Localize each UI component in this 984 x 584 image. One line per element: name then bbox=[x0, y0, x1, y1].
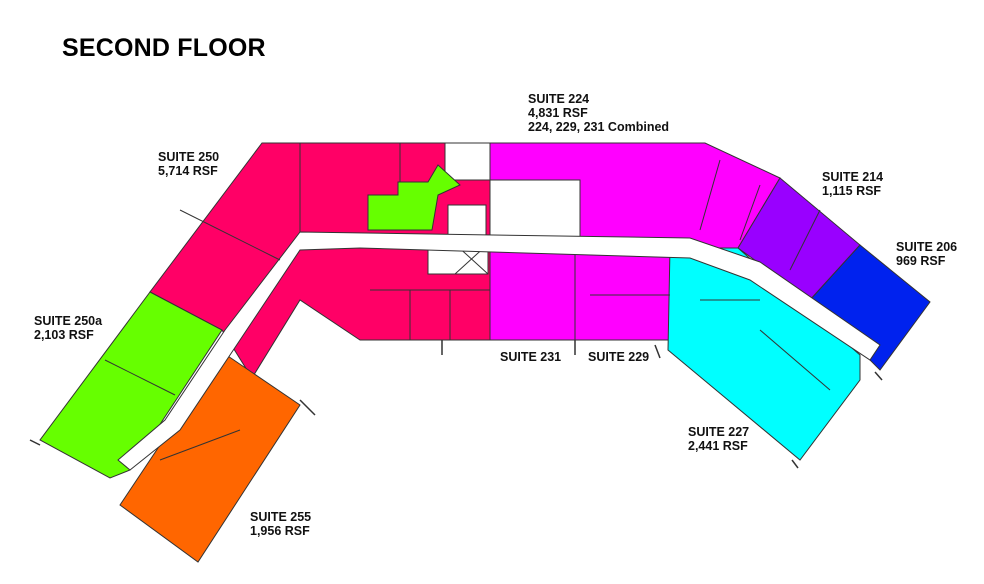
suite-229-area[interactable] bbox=[574, 247, 671, 341]
page-title: SECOND FLOOR bbox=[62, 34, 266, 62]
suite-206-area[interactable] bbox=[809, 244, 931, 371]
suite-255-label: SUITE 255 1,956 RSF bbox=[250, 510, 312, 538]
core-stairs bbox=[489, 179, 581, 241]
suite-231-label: SUITE 231 bbox=[500, 350, 562, 364]
suite-214-label: SUITE 214 1,115 RSF bbox=[822, 170, 884, 198]
suite-250a-area[interactable] bbox=[39, 291, 223, 479]
corridor bbox=[117, 231, 881, 471]
suite-224-label: SUITE 224 4,831 RSF 224, 229, 231 Combin… bbox=[528, 92, 670, 134]
suite-229-label: SUITE 229 bbox=[588, 350, 650, 364]
suite-227-label: SUITE 227 2,441 RSF bbox=[688, 425, 750, 453]
suite-250-label: SUITE 250 5,714 RSF bbox=[158, 150, 220, 178]
suite-250a-label: SUITE 250a 2,103 RSF bbox=[34, 314, 103, 342]
suite-250-green-block[interactable] bbox=[367, 164, 461, 231]
suite-227-area[interactable] bbox=[667, 247, 861, 461]
suite-231-area[interactable] bbox=[489, 247, 576, 341]
suite-206-label: SUITE 206 969 RSF bbox=[896, 240, 958, 268]
suite-255-area[interactable] bbox=[119, 351, 301, 563]
